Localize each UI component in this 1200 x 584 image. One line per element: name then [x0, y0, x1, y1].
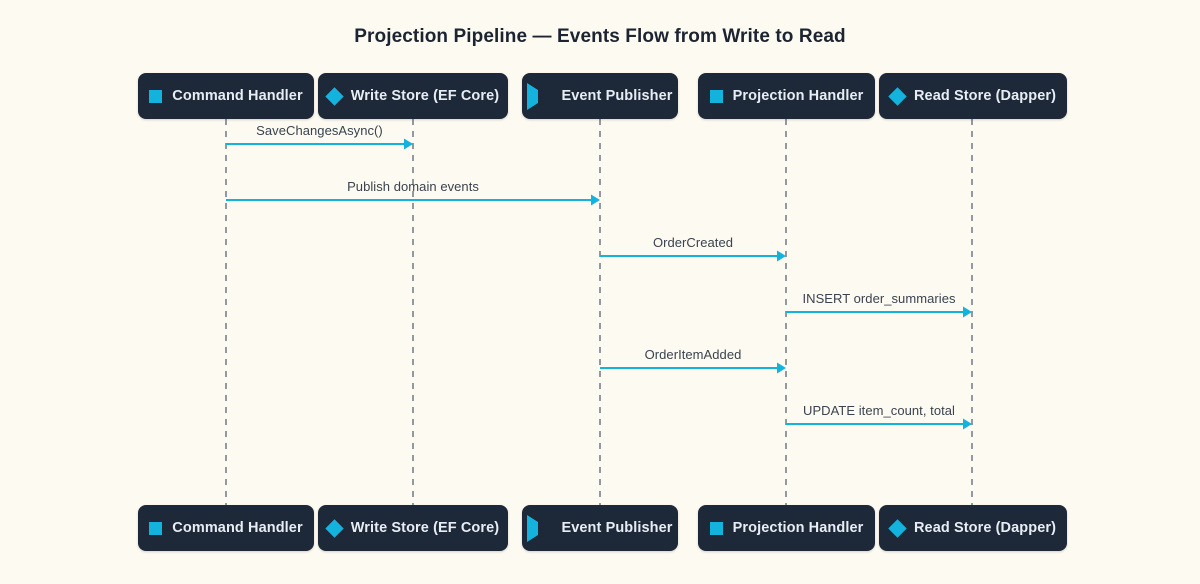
participant-label: Read Store (Dapper)	[913, 88, 1057, 104]
arrowhead-icon	[777, 250, 786, 262]
participant-label: Command Handler	[172, 520, 303, 536]
triangle-icon	[527, 514, 551, 542]
message-label: Publish domain events	[347, 179, 479, 194]
participant-top-read-store[interactable]: Read Store (Dapper)	[879, 73, 1067, 119]
participant-bottom-write-store[interactable]: Write Store (EF Core)	[318, 505, 508, 551]
participant-top-projection-handler[interactable]: Projection Handler	[698, 73, 875, 119]
message-label: OrderItemAdded	[644, 347, 742, 362]
participant-label: Read Store (Dapper)	[913, 520, 1057, 536]
arrowhead-icon	[963, 418, 972, 430]
participant-top-write-store[interactable]: Write Store (EF Core)	[318, 73, 508, 119]
square-icon	[709, 89, 723, 103]
participant-label: Command Handler	[172, 88, 303, 104]
message-label: OrderCreated	[652, 235, 734, 250]
message-arrow	[786, 418, 972, 430]
diamond-icon	[325, 86, 344, 106]
participant-label: Write Store (EF Core)	[350, 88, 500, 104]
participant-bottom-read-store[interactable]: Read Store (Dapper)	[879, 505, 1067, 551]
diamond-icon	[325, 518, 344, 538]
message-label: UPDATE item_count, total	[803, 403, 955, 418]
arrowhead-icon	[963, 306, 972, 318]
square-icon	[149, 521, 163, 535]
participant-bottom-event-publisher[interactable]: Event Publisher	[522, 505, 678, 551]
triangle-icon	[527, 82, 551, 110]
message-label: INSERT order_summaries	[802, 291, 956, 306]
diamond-icon	[888, 86, 907, 106]
participant-label: Projection Handler	[732, 88, 864, 104]
diamond-icon	[888, 518, 907, 538]
page-title: Projection Pipeline — Events Flow from W…	[354, 26, 846, 47]
message-arrows-group	[226, 138, 972, 430]
participant-bottom-projection-handler[interactable]: Projection Handler	[698, 505, 875, 551]
square-icon	[709, 521, 723, 535]
arrowhead-icon	[404, 138, 413, 150]
arrowhead-icon	[777, 362, 786, 374]
message-arrow	[226, 194, 600, 206]
arrowhead-icon	[591, 194, 600, 206]
message-arrow	[786, 306, 972, 318]
participant-label: Event Publisher	[561, 88, 673, 104]
participant-label: Projection Handler	[732, 520, 864, 536]
participant-bottom-command-handler[interactable]: Command Handler	[138, 505, 314, 551]
square-icon	[149, 89, 163, 103]
participant-label: Event Publisher	[561, 520, 673, 536]
message-arrow	[600, 250, 786, 262]
participant-top-event-publisher[interactable]: Event Publisher	[522, 73, 678, 119]
participant-top-command-handler[interactable]: Command Handler	[138, 73, 314, 119]
message-label: SaveChangesAsync()	[256, 123, 383, 138]
participant-label: Write Store (EF Core)	[350, 520, 500, 536]
message-arrow	[600, 362, 786, 374]
message-arrow	[226, 138, 413, 150]
